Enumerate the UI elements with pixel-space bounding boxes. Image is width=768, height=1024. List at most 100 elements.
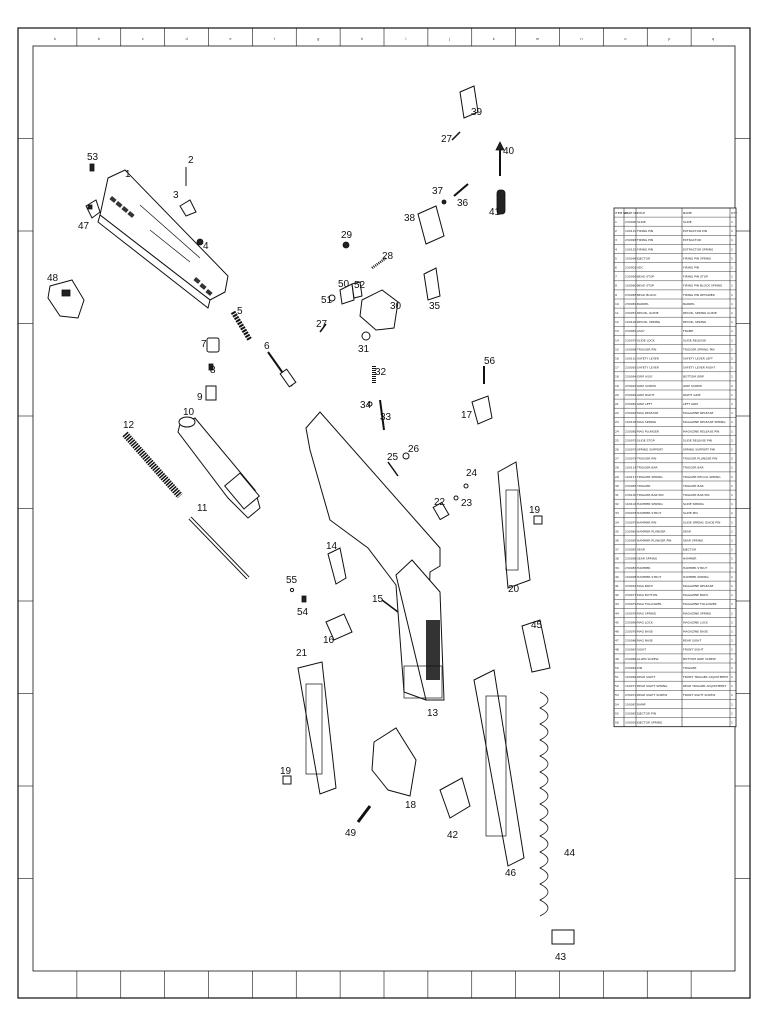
table-cell: 230083 <box>625 566 637 570</box>
table-cell: 100067 <box>625 702 637 706</box>
table-cell: 1 <box>731 529 733 533</box>
zone-letter: h <box>361 36 363 41</box>
callout: 52 <box>354 280 366 291</box>
callout: 49 <box>345 828 357 839</box>
callout: 18 <box>405 800 417 811</box>
table-cell: 230000 <box>625 220 637 224</box>
table-cell: 230066 <box>625 657 637 661</box>
table-cell: 18 <box>615 375 619 379</box>
table-cell: 33 <box>615 511 619 515</box>
table-cell: HAMMER STRUT <box>637 511 661 515</box>
table-cell: BEAD STOP <box>637 275 654 279</box>
table-cell: SEAR SPRING <box>683 539 704 543</box>
table-cell: 51 <box>615 675 619 679</box>
part-19-b <box>282 775 292 785</box>
table-cell: 4 <box>615 247 617 251</box>
table-cell: 230094 <box>625 411 637 415</box>
callout: 12 <box>123 420 135 431</box>
table-cell: FRONT SIGHT SCREW <box>683 693 715 697</box>
part-38 <box>417 205 445 245</box>
table-cell: 42 <box>615 593 619 597</box>
part-17 <box>471 395 493 425</box>
table-cell: 21 <box>615 402 619 406</box>
table-cell: 230094 <box>625 375 637 379</box>
table-cell: TRIGGER BAR <box>682 484 704 488</box>
table-cell: SPRING SUPPORT <box>637 448 663 452</box>
callout: 7 <box>201 339 207 350</box>
table-cell: 230002 <box>625 266 637 270</box>
table-cell: 1 <box>731 338 733 342</box>
table-cell: 230087 <box>625 548 637 552</box>
table-cell: 1 <box>731 502 733 506</box>
table-cell: 1 <box>731 229 733 233</box>
part-54 <box>301 595 307 603</box>
callout: 2 <box>188 155 194 166</box>
zone-letter: c <box>142 36 144 41</box>
table-cell: TRIGGER SPRING <box>636 475 663 479</box>
table-cell: 230067 <box>625 648 637 652</box>
table-cell: 1 <box>731 402 733 406</box>
table-cell: 230098 <box>625 557 637 561</box>
part-3 <box>179 199 197 217</box>
callout: 9 <box>197 392 203 403</box>
table-cell: 100110 <box>625 357 637 361</box>
part-26 <box>402 452 410 460</box>
zone-letter: o <box>624 36 627 41</box>
table-cell: FIRING PIN <box>637 238 653 242</box>
table-cell: HAMMER <box>683 557 696 561</box>
table-cell: 1 <box>731 429 733 433</box>
callout: 25 <box>387 452 399 463</box>
table-cell: 56 <box>615 721 619 725</box>
callout: 10 <box>183 407 195 418</box>
table-cell: MAG FOLLOWER <box>637 602 662 606</box>
table-cell: 100120 <box>625 247 637 251</box>
callout: 54 <box>297 607 309 618</box>
part-35 <box>423 267 441 301</box>
table-cell: RECOIL GUIDE <box>637 311 659 315</box>
part-15 <box>381 599 399 613</box>
table-cell: FIRING PIN STOP <box>683 275 708 279</box>
table-cell: 1 <box>731 602 733 606</box>
table-cell: BOTTOM GRIP SCREW <box>683 657 716 661</box>
callout: 1 <box>125 169 131 180</box>
table-cell: 40 <box>615 575 619 579</box>
callout: 27 <box>316 319 328 330</box>
table-cell: 3 <box>615 238 617 242</box>
table-cell: 7 <box>615 275 617 279</box>
table-cell: TRIGGER PLUNGER PIN <box>682 457 717 461</box>
table-cell: 5 <box>615 256 617 260</box>
table-cell: 1 <box>615 220 617 224</box>
part-50 <box>339 283 355 305</box>
table-cell: 230099 <box>625 620 637 624</box>
zone-letter: j <box>448 36 450 41</box>
table-cell: RAMP <box>637 702 646 706</box>
part-8 <box>208 363 214 371</box>
table-cell: 1 <box>731 584 733 588</box>
part-39 <box>459 85 479 119</box>
table-cell: SEAR <box>683 529 691 533</box>
table-cell: 1 <box>731 256 733 260</box>
part-51 <box>328 294 336 302</box>
table-cell: 1 <box>731 347 733 351</box>
table-cell: HAMMER STRUT <box>683 566 707 570</box>
table-cell: SLIDE SPRING <box>683 502 705 506</box>
table-cell: 100091 <box>625 721 637 725</box>
table-cell: 46 <box>615 630 619 634</box>
parts-drawing <box>47 85 575 945</box>
table-cell: SEAR SPRING <box>637 557 658 561</box>
callout: 31 <box>358 344 370 355</box>
table-cell: BEAD STOP <box>637 284 654 288</box>
table-cell: BEAD BLOCK <box>637 293 657 297</box>
table-cell: 1 <box>731 320 733 324</box>
table-cell: 100098 <box>625 347 637 351</box>
table-cell: 1 <box>731 566 733 570</box>
table-cell: 49 <box>615 657 619 661</box>
part-23 <box>453 495 459 501</box>
callout: 20 <box>508 584 520 595</box>
table-cell: 1 <box>731 411 733 415</box>
callout: 5 <box>237 306 243 317</box>
callout: 39 <box>471 107 483 118</box>
callout: 35 <box>429 301 441 312</box>
table-cell: 230098 <box>625 238 637 242</box>
table-cell: SLIDE <box>683 220 692 224</box>
